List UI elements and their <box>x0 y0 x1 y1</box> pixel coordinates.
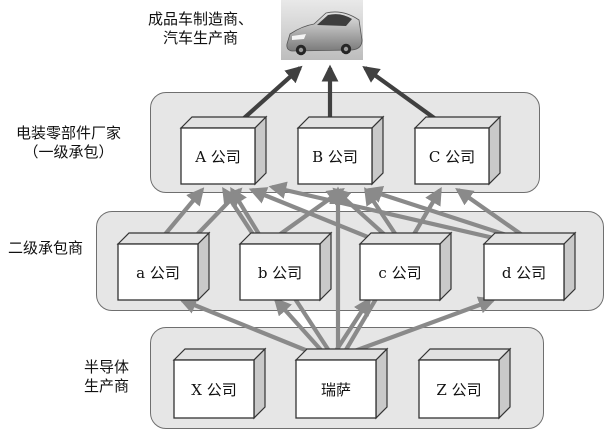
tier3-label: 半导体 生产商 <box>84 358 129 396</box>
company-name-B: B 公司 <box>312 148 358 166</box>
box-side-face <box>254 115 267 186</box>
box-front-face <box>180 127 256 185</box>
box-side-face <box>488 115 501 186</box>
tier2-label: 二级承包商 <box>8 239 83 258</box>
box-top-face <box>294 348 389 361</box>
box-side-face <box>371 115 384 186</box>
company-box-a: a 公司 <box>116 231 211 302</box>
company-name-C: C 公司 <box>429 148 475 166</box>
tier1-label-line2: （一级承包） <box>23 143 114 161</box>
supply-arrows <box>155 64 537 362</box>
company-name-d: d 公司 <box>502 264 546 282</box>
box-front-face <box>239 243 321 301</box>
company-box-B: B 公司 <box>296 115 385 186</box>
box-top-face <box>179 116 268 129</box>
box-front-face <box>418 359 500 419</box>
box-front-face <box>483 243 565 301</box>
box-front-face <box>359 243 441 301</box>
company-box-A: A 公司 <box>179 115 268 186</box>
box-top-face <box>116 232 211 245</box>
company-box-X: X 公司 <box>172 347 267 420</box>
company-box-Z: Z 公司 <box>417 347 512 420</box>
box-top-face <box>238 232 333 245</box>
company-name-c: c 公司 <box>378 264 421 282</box>
box-front-face <box>117 243 199 301</box>
box-front-face <box>173 359 255 419</box>
supply-arrow <box>248 187 386 246</box>
box-top-face <box>413 116 502 129</box>
box-top-face <box>358 232 453 245</box>
box-side-face <box>439 231 452 302</box>
company-box-R: 瑞萨 <box>294 347 389 420</box>
box-side-face <box>563 231 576 302</box>
car-icon <box>281 0 363 60</box>
company-boxes: A 公司 B 公司 C 公司 a 公司 b 公司 c 公司 d 公司 X 公司 瑞萨 Z 公司 <box>116 115 577 420</box>
box-side-face <box>197 231 210 302</box>
box-front-face <box>414 127 490 185</box>
box-top-face <box>296 116 385 129</box>
car-maker-label-line2: 汽车生产商 <box>162 29 238 47</box>
company-box-c: c 公司 <box>358 231 453 302</box>
box-side-face <box>375 347 388 420</box>
box-top-face <box>417 348 512 361</box>
tier3-label-line1: 半导体 <box>84 358 130 376</box>
company-name-R: 瑞萨 <box>321 381 351 399</box>
box-side-face <box>319 231 332 302</box>
company-box-d: d 公司 <box>482 231 577 302</box>
tier1-label: 电装零部件厂家 （一级承包） <box>6 124 131 162</box>
box-top-face <box>172 348 267 361</box>
company-name-Z: Z 公司 <box>436 381 481 399</box>
box-side-face <box>498 347 511 420</box>
company-name-a: a 公司 <box>136 264 180 282</box>
box-front-face <box>297 127 373 185</box>
box-side-face <box>253 347 266 420</box>
tier1-label-line1: 电装零部件厂家 <box>15 124 121 142</box>
tier3-label-line2: 生产商 <box>84 377 130 395</box>
company-box-C: C 公司 <box>413 115 502 186</box>
company-box-b: b 公司 <box>238 231 333 302</box>
supply-arrow <box>364 185 523 242</box>
company-name-b: b 公司 <box>258 264 302 282</box>
supply-arrow <box>268 181 521 247</box>
company-name-X: X 公司 <box>191 381 236 399</box>
box-top-face <box>482 232 577 245</box>
car-maker-label: 成品车制造商、 汽车生产商 <box>138 10 263 48</box>
car-maker-label-line1: 成品车制造商、 <box>147 10 253 28</box>
tier2-label-line1: 二级承包商 <box>8 239 84 257</box>
company-name-A: A 公司 <box>194 148 241 166</box>
box-front-face <box>295 359 377 419</box>
